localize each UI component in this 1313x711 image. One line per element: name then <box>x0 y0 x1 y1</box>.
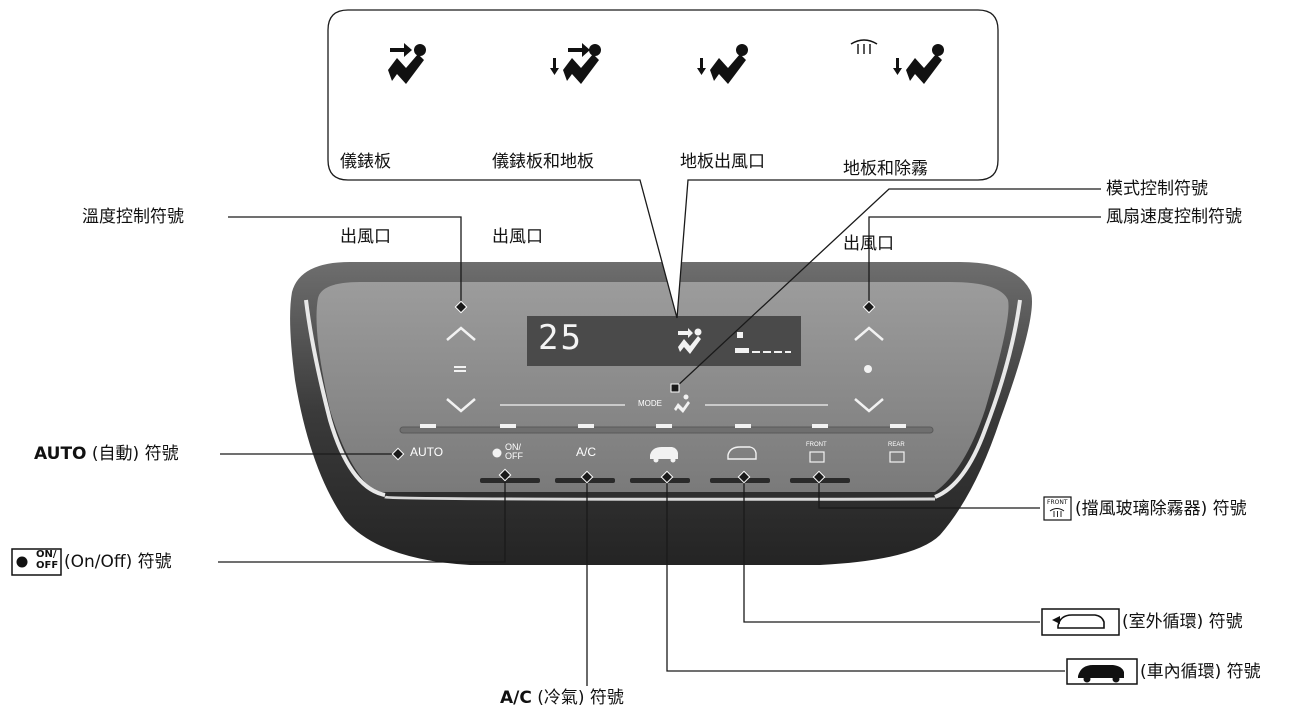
mode-label-dash-floor: 儀錶板和地板 出風口 <box>492 152 594 247</box>
auto-button[interactable]: AUTO <box>410 445 444 459</box>
mode-label-floor-defrost: 地板和除霧 出風口 <box>843 159 928 254</box>
mode-label-dash: 儀錶板 出風口 <box>340 152 391 247</box>
defrost-symbol-label: (擋風玻璃除霧器) 符號 <box>1075 499 1247 519</box>
onoff-button-top-label: ON/ <box>505 442 522 452</box>
temperature-readout: 25 <box>538 318 583 358</box>
defrost-symbol-box <box>1043 496 1072 521</box>
fan-up-button[interactable] <box>853 322 885 346</box>
dash-floor-vent-icon <box>550 43 601 84</box>
recirculation-symbol-label: (車內循環) 符號 <box>1140 662 1261 682</box>
ac-symbol-label-rest: (冷氣) 符號 <box>531 688 624 708</box>
rear-defrost-button[interactable]: REAR <box>888 442 905 448</box>
onoff-box-bottom: OFF <box>36 560 59 571</box>
onoff-box-top: ON/ <box>36 549 57 560</box>
auto-symbol-label-rest: (自動) 符號 <box>86 444 179 464</box>
mode-text: MODE <box>638 399 662 408</box>
auto-symbol-label-bold: AUTO <box>34 444 87 464</box>
outside-air-symbol-label: (室外循環) 符號 <box>1122 612 1243 632</box>
temp-control-label: 溫度控制符號 <box>82 207 184 227</box>
dash-vent-icon <box>388 43 426 84</box>
callout-icons <box>388 39 944 84</box>
floor-defrost-vent-icon <box>850 39 944 84</box>
control-panel-housing <box>290 262 1033 565</box>
defrost-box-text: FRONT <box>1047 499 1068 506</box>
fan-down-button[interactable] <box>853 393 885 417</box>
recirculation-button[interactable] <box>645 442 683 464</box>
outside-air-button[interactable] <box>724 442 762 464</box>
temp-down-button[interactable] <box>445 393 477 417</box>
auto-symbol-label: AUTO (自動) 符號 <box>34 442 179 466</box>
ac-button[interactable]: A/C <box>576 445 597 459</box>
ac-symbol-label-bold: A/C <box>500 688 532 708</box>
front-defrost-button[interactable]: FRONT <box>806 442 827 448</box>
mode-control-label: 模式控制符號 <box>1106 179 1208 199</box>
onoff-button[interactable]: ON/ OFF <box>505 443 523 461</box>
leader-lines <box>218 9 1101 686</box>
onoff-button-bottom-label: OFF <box>505 451 523 461</box>
outside-air-symbol-box <box>1041 608 1120 636</box>
temp-up-button[interactable] <box>445 322 477 346</box>
onoff-symbol-box <box>11 548 62 576</box>
floor-vent-icon <box>697 44 748 84</box>
recirculation-symbol-box <box>1066 658 1138 685</box>
onoff-box-text: ON/ OFF <box>36 549 58 571</box>
mode-label-floor: 地板出風口 <box>680 152 765 172</box>
onoff-symbol-label: (On/Off) 符號 <box>64 552 172 572</box>
fan-speed-label: 風扇速度控制符號 <box>1106 207 1242 227</box>
ac-symbol-label: A/C (冷氣) 符號 <box>500 686 624 710</box>
mode-button[interactable] <box>636 390 694 414</box>
